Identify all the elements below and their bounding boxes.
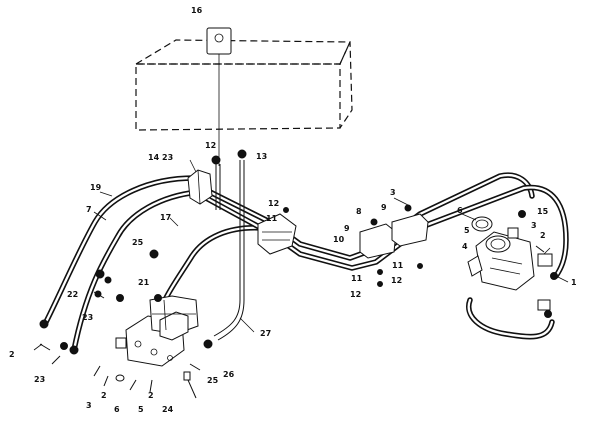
leader-lines bbox=[33, 159, 569, 351]
callout-1: 1 bbox=[571, 278, 577, 287]
callout-12-bottom-right: 12 bbox=[391, 276, 402, 285]
callout-11-mid: 11 bbox=[351, 274, 363, 283]
callout-26: 26 bbox=[223, 370, 235, 379]
valve-assembly bbox=[115, 295, 199, 367]
callout-11-left: 11 bbox=[266, 214, 278, 223]
callout-19: 19 bbox=[90, 183, 102, 192]
callout-8: 8 bbox=[356, 207, 362, 216]
clamp-part-11-left bbox=[257, 213, 297, 255]
reservoir-tank bbox=[133, 39, 353, 131]
callout-3-right: 3 bbox=[531, 221, 537, 230]
callout-9-right: 9 bbox=[381, 203, 387, 212]
callout-4: 4 bbox=[462, 242, 468, 251]
callout-10: 10 bbox=[333, 235, 345, 244]
callout-21: 21 bbox=[138, 278, 150, 287]
callout-6-bottom: 6 bbox=[114, 405, 120, 414]
callout-12-mid: 12 bbox=[268, 199, 279, 208]
callout-25-bottom: 25 bbox=[207, 376, 219, 385]
callout-2-bottom-b: 2 bbox=[148, 391, 154, 400]
vertical-lines-12-13 bbox=[213, 160, 245, 341]
pump-assembly bbox=[467, 216, 553, 311]
callout-23-top: 23 bbox=[162, 153, 173, 162]
callout-25-left: 25 bbox=[132, 238, 144, 247]
clamp-block-part-9-10 bbox=[359, 197, 429, 259]
bolts bbox=[39, 291, 201, 399]
callout-23-bottom: 23 bbox=[34, 375, 45, 384]
callout-3-bottom: 3 bbox=[86, 401, 92, 410]
callout-13: 13 bbox=[256, 152, 267, 161]
callout-6-right: 6 bbox=[457, 206, 463, 215]
callout-27: 27 bbox=[260, 329, 271, 338]
hose-17 bbox=[163, 225, 265, 301]
callout-9-left: 9 bbox=[344, 224, 350, 233]
callout-7: 7 bbox=[86, 205, 92, 214]
callout-14: 14 bbox=[148, 153, 160, 162]
callout-3-top: 3 bbox=[390, 188, 396, 197]
tank-bracket-part-16 bbox=[206, 27, 232, 166]
callout-2-bottom-a: 2 bbox=[101, 391, 107, 400]
callout-15: 15 bbox=[537, 207, 549, 216]
callout-12-bottom-left: 12 bbox=[350, 290, 361, 299]
hose-7 bbox=[71, 189, 201, 353]
callout-23-mid: 23 bbox=[82, 313, 93, 322]
bracket-part-14 bbox=[187, 169, 213, 205]
callout-11-right: 11 bbox=[392, 261, 404, 270]
callout-5-right: 5 bbox=[464, 226, 470, 235]
callout-12-top: 12 bbox=[205, 141, 216, 150]
callout-5-bottom: 5 bbox=[138, 405, 144, 414]
callout-2-left: 2 bbox=[9, 350, 15, 359]
callout-22: 22 bbox=[67, 290, 78, 299]
callout-2-right: 2 bbox=[540, 231, 546, 240]
callout-24: 24 bbox=[162, 405, 174, 414]
hose-19 bbox=[43, 175, 197, 325]
callout-16: 16 bbox=[191, 6, 203, 15]
callout-labels: 16 12 13 14 23 19 7 17 25 22 21 23 2 23 … bbox=[9, 6, 577, 414]
callout-17: 17 bbox=[160, 213, 171, 222]
